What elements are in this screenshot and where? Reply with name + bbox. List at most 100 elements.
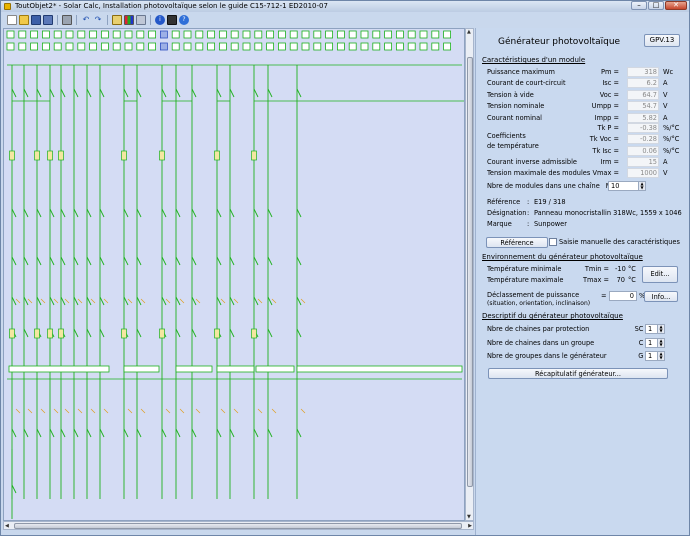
pv-module-icon: [112, 30, 121, 39]
switch-symbol: [123, 208, 129, 218]
characteristic-value[interactable]: 5.82: [627, 112, 659, 123]
pv-module-icon: [89, 42, 97, 51]
modules-per-string-stepper[interactable]: 10 ▲▼: [608, 181, 646, 191]
schematic-canvas[interactable]: [3, 28, 465, 521]
switch-symbol: [86, 208, 92, 218]
switch-symbol: [136, 256, 142, 266]
manual-entry-checkbox[interactable]: [549, 238, 557, 246]
pv-module-icon: [207, 42, 216, 51]
undo-icon[interactable]: ↶: [82, 15, 90, 24]
pv-module-icon: [42, 30, 50, 39]
stepper-arrows-icon[interactable]: ▲▼: [657, 352, 664, 360]
info-button[interactable]: Info...: [644, 291, 678, 302]
characteristic-value[interactable]: 1000: [627, 168, 659, 179]
window-title: ToutObjet2* - Solar Calc, Installation p…: [15, 2, 328, 10]
panel-title: Générateur photovoltaïque: [498, 37, 621, 47]
close-button[interactable]: ✕: [665, 1, 687, 10]
pv-module-icon: [101, 42, 109, 51]
horizontal-scrollbar[interactable]: ◀ ▶: [3, 521, 474, 530]
switch-symbol: [123, 428, 129, 438]
switch-symbol: [175, 256, 181, 266]
fuse-symbol: [251, 150, 257, 161]
pv-module-icon: [101, 30, 109, 39]
pv-module-icon: [42, 42, 50, 51]
pv-module-icon: [242, 30, 251, 39]
surge-arrester: [165, 408, 171, 414]
pv-module-icon: [277, 42, 286, 51]
surge-arrester: [195, 298, 201, 304]
pv-module-icon: [183, 30, 192, 39]
scroll-down-arrow[interactable]: ▼: [467, 514, 471, 520]
vertical-scroll-thumb[interactable]: [467, 57, 473, 487]
characteristic-value[interactable]: -0.28: [627, 134, 659, 145]
pv-module-icon: [443, 30, 452, 39]
g-stepper[interactable]: 1▲▼: [645, 351, 665, 361]
coefficients-label: Coefficients de température: [487, 132, 539, 150]
scroll-left-arrow[interactable]: ◀: [5, 523, 9, 529]
switch-symbol: [136, 328, 142, 338]
characteristic-value[interactable]: 6.2: [627, 78, 659, 89]
switch-symbol: [99, 296, 105, 306]
stepper-arrows-icon[interactable]: ▲▼: [638, 182, 645, 190]
pv-schematic: [6, 30, 464, 519]
surge-arrester: [140, 408, 146, 414]
switch-symbol: [175, 428, 181, 438]
pv-module-icon: [18, 42, 27, 51]
switch-symbol: [23, 88, 29, 98]
reference-info: Référence:E19 / 318: [487, 198, 566, 206]
calculator-icon[interactable]: [167, 15, 177, 25]
save-all-icon[interactable]: [43, 15, 53, 25]
maximize-button[interactable]: □: [648, 1, 664, 10]
switch-symbol: [73, 88, 79, 98]
vertical-scrollbar[interactable]: ▲ ▼: [465, 28, 474, 521]
stepper-arrows-icon[interactable]: ▲▼: [657, 339, 664, 347]
save-icon[interactable]: [31, 15, 41, 25]
component-icon[interactable]: [136, 15, 146, 25]
info-icon[interactable]: i: [155, 15, 165, 25]
pv-module-icon: [230, 30, 239, 39]
characteristic-value[interactable]: 15: [627, 157, 659, 167]
switch-symbol: [36, 256, 42, 266]
stepper-arrows-icon[interactable]: ▲▼: [657, 325, 664, 333]
edit-environment-button[interactable]: Edit...: [642, 266, 678, 283]
pv-module-icon: [266, 42, 275, 51]
characteristic-value[interactable]: 318: [627, 67, 659, 77]
switch-symbol: [23, 256, 29, 266]
sc-stepper[interactable]: 1▲▼: [645, 324, 665, 334]
open-icon[interactable]: [19, 15, 29, 25]
derating-input[interactable]: 0: [609, 291, 637, 301]
switch-symbol: [161, 208, 167, 218]
characteristic-value[interactable]: 64.7: [627, 89, 659, 100]
section-description: Descriptif du générateur photovoltaïque: [482, 312, 623, 320]
gpv-button[interactable]: GPV.13: [644, 34, 680, 47]
chart-icon[interactable]: [124, 15, 134, 25]
help-icon[interactable]: ?: [179, 15, 189, 25]
scroll-up-arrow[interactable]: ▲: [467, 29, 471, 35]
switch-symbol: [267, 256, 273, 266]
switch-symbol: [73, 256, 79, 266]
new-icon[interactable]: [7, 15, 17, 25]
switch-symbol: [229, 428, 235, 438]
section-environment: Environnement du générateur photovoltaïq…: [482, 253, 643, 261]
characteristic-value[interactable]: -0.38: [627, 123, 659, 133]
redo-icon[interactable]: ↷: [94, 15, 102, 24]
edit-icon[interactable]: [112, 15, 122, 25]
characteristic-value[interactable]: 0.06: [627, 145, 659, 156]
pv-module-icon: [348, 30, 357, 39]
minimize-button[interactable]: –: [631, 1, 647, 10]
surge-arrester: [127, 408, 133, 414]
surge-arrester: [220, 298, 226, 304]
scroll-right-arrow[interactable]: ▶: [468, 523, 472, 529]
pv-module-icon: [124, 30, 133, 39]
reference-button[interactable]: Référence: [486, 237, 548, 248]
pv-module-icon: [183, 42, 192, 51]
characteristic-value[interactable]: 54.7: [627, 101, 659, 112]
horizontal-scroll-thumb[interactable]: [14, 523, 462, 529]
c-stepper[interactable]: 1▲▼: [645, 338, 665, 348]
print-icon[interactable]: [62, 15, 72, 25]
surge-arrester: [40, 298, 46, 304]
generator-summary-button[interactable]: Récapitulatif générateur...: [488, 368, 668, 379]
switch-symbol: [23, 296, 29, 306]
